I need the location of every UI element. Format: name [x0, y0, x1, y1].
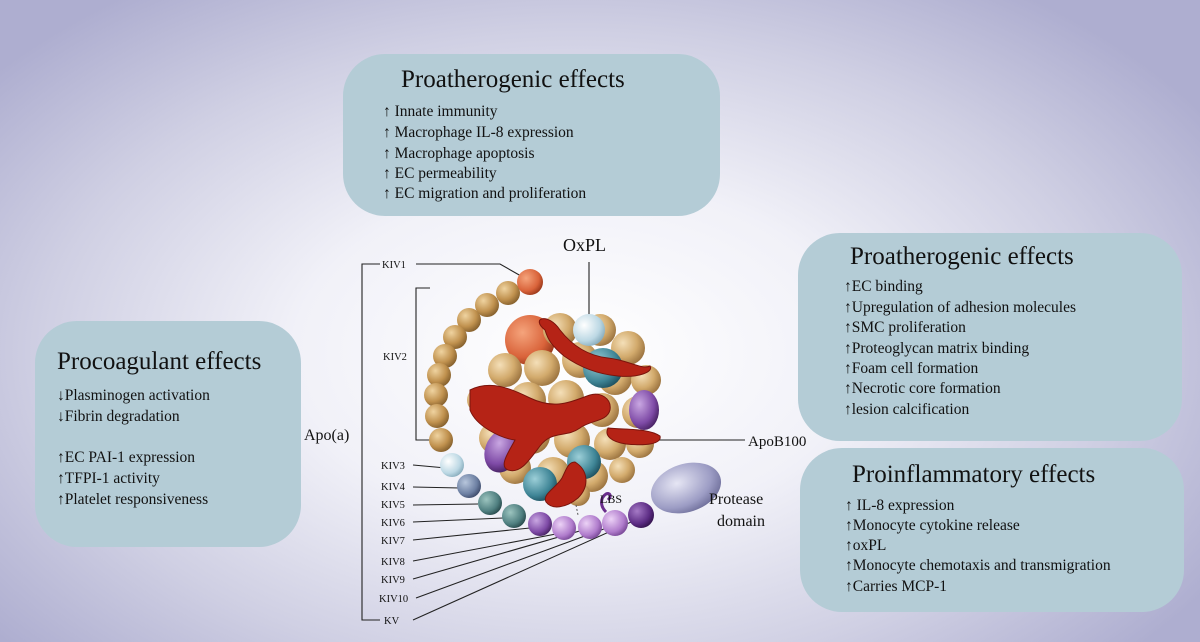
kringle-label: KV: [384, 616, 400, 627]
kiv6-bead: [502, 504, 526, 528]
kringle-label: KIV9: [381, 575, 405, 586]
effect-item: ↑SMC proliferation: [844, 319, 966, 336]
apob100-label: ApoB100: [748, 434, 806, 450]
kringle-label: KIV1: [382, 260, 406, 271]
effect-item: ↑ EC migration and proliferation: [383, 185, 587, 202]
effect-item: ↑EC binding: [844, 278, 923, 295]
effect-item: ↑Monocyte chemotaxis and transmigration: [845, 557, 1111, 574]
kringle-label: KIV5: [381, 500, 405, 511]
kringle-label: KIV7: [381, 536, 405, 547]
kiv10-bead: [602, 510, 628, 536]
effect-item: ↑lesion calcification: [844, 401, 970, 418]
leader-lines: [361, 262, 745, 621]
kiv2-beads: [424, 281, 520, 452]
effect-item: ↑ Innate immunity: [383, 103, 498, 120]
box-title: Proatherogenic effects: [850, 243, 1074, 270]
kringle-label: KIV8: [381, 557, 405, 568]
apoa-label: Apo(a): [304, 427, 349, 444]
effect-item: ↓Fibrin degradation: [57, 408, 180, 425]
effect-item: ↑EC PAI-1 expression: [57, 449, 196, 466]
kringle-label: KIV10: [379, 594, 408, 605]
effect-item: ↑ Macrophage IL-8 expression: [383, 124, 574, 141]
kiv4-bead: [457, 474, 481, 498]
box-title: Proinflammatory effects: [852, 461, 1096, 488]
effect-item: ↑Monocyte cytokine release: [845, 517, 1020, 534]
procoagulant-effects-box: Procoagulant effects ↓Plasminogen activa…: [35, 321, 301, 547]
apob100-ribbon: [469, 318, 661, 508]
kiv5-bead: [478, 491, 502, 515]
lbs-label: LBS: [600, 492, 622, 506]
protease-label: domain: [717, 513, 765, 530]
effect-item: ↑Necrotic core formation: [844, 380, 1001, 397]
proatherogenic-effects-top-box: Proatherogenic effects ↑ Innate immunity…: [343, 54, 720, 216]
effect-item: ↑Proteoglycan matrix binding: [844, 340, 1030, 357]
box-title: Proatherogenic effects: [401, 66, 625, 93]
effect-item: ↓Plasminogen activation: [57, 387, 210, 404]
effect-item: ↑Carries MCP-1: [845, 578, 948, 595]
effect-item: ↑oxPL: [845, 537, 887, 554]
kiv8-bead: [552, 516, 576, 540]
protease-domain: [650, 462, 722, 514]
lbs-hook: [600, 492, 612, 514]
box-title: Procoagulant effects: [57, 348, 262, 375]
kringle-label: KIV2: [383, 352, 407, 363]
kv-bead: [628, 502, 654, 528]
kiv3-bead: [440, 453, 464, 477]
kiv1-bead: [517, 269, 543, 295]
effect-item: ↑TFPI-1 activity: [57, 470, 160, 487]
kringle-label: KIV3: [381, 461, 405, 472]
effect-item: ↑ EC permeability: [383, 165, 497, 182]
oxpl-label: OxPL: [563, 235, 606, 255]
kringle-label: KIV6: [381, 518, 405, 529]
kiv7-bead: [528, 512, 552, 536]
proatherogenic-effects-right-box: Proatherogenic effects ↑EC binding ↑Upre…: [798, 233, 1182, 441]
kringle-label: KIV4: [381, 482, 406, 493]
effect-item: ↑Foam cell formation: [844, 360, 979, 377]
effect-item: ↑ IL-8 expression: [845, 497, 955, 514]
effect-item: ↑ Macrophage apoptosis: [383, 145, 535, 162]
protease-label: Protease: [709, 491, 763, 508]
kringle-labels: KIV1 KIV2 KIV3 KIV4 KIV5 KIV6 KIV7 KIV8 …: [379, 260, 408, 627]
proinflammatory-effects-box: Proinflammatory effects ↑ IL-8 expressio…: [800, 448, 1184, 612]
effect-item: ↑Upregulation of adhesion molecules: [844, 299, 1077, 316]
effect-item: ↑Platelet responsiveness: [57, 491, 209, 508]
disulfide-link: [575, 504, 579, 516]
kiv9-bead: [578, 515, 602, 539]
